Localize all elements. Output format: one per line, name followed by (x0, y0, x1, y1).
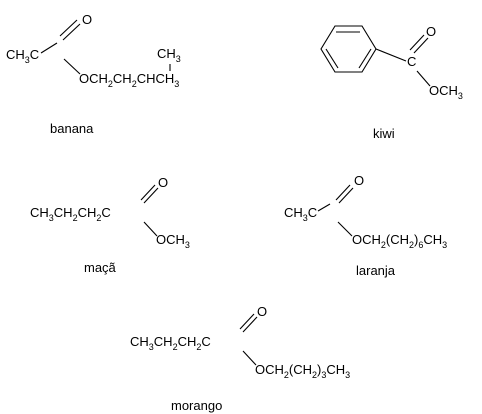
label-morango: morango (171, 398, 222, 413)
label-kiwi: kiwi (373, 126, 395, 141)
maca-carbonyl-oxygen: O (158, 175, 168, 190)
laranja-alkoxy: OCH2(CH2)6CH3 (352, 232, 447, 250)
banana-carbonyl-oxygen: O (82, 12, 92, 27)
morango-alkoxy: OCH2(CH2)3CH3 (255, 362, 350, 380)
benzene-inner-bond-3 (358, 48, 372, 69)
label-banana: banana (50, 121, 94, 136)
kiwi-alkoxy: OCH3 (429, 83, 463, 101)
benzene-inner-bond-2 (325, 48, 339, 69)
maca-double-bond-a (143, 187, 159, 204)
benzene-ring (320, 25, 377, 73)
maca-double-bond-b (140, 184, 156, 201)
morango-left-group: CH3CH2CH2C (130, 334, 211, 352)
kiwi-double-bond-a (413, 37, 429, 54)
maca-left-group: CH3CH2CH2C (30, 205, 111, 223)
molecule-maca: CH3CH2CH2C O OCH3 (30, 175, 190, 250)
molecule-laranja: CH3C O OCH2(CH2)6CH3 (284, 173, 447, 250)
morango-carbonyl-oxygen: O (257, 304, 267, 319)
label-laranja: laranja (356, 263, 396, 278)
maca-alkoxy: OCH3 (156, 232, 190, 250)
banana-bond-ch3-c (40, 42, 58, 54)
laranja-double-bond-b (335, 184, 351, 201)
morango-bond-c-o (242, 350, 257, 366)
label-maca: maçã (84, 260, 117, 275)
morango-double-bond-a (242, 316, 258, 333)
banana-methyl-branch: CH3 (157, 46, 181, 64)
kiwi-carbonyl-oxygen: O (426, 24, 436, 39)
molecule-banana: CH3C O OCH2CH2CHCH3 CH3 (6, 12, 181, 89)
banana-alkoxy-chain: OCH2CH2CHCH3 (79, 71, 179, 89)
kiwi-bond-ring-c (375, 48, 407, 62)
banana-bond-c-o (63, 58, 81, 75)
morango-double-bond-b (239, 313, 255, 330)
maca-bond-c-o (143, 221, 158, 237)
laranja-carbonyl-oxygen: O (354, 173, 364, 188)
molecule-morango: CH3CH2CH2C O OCH2(CH2)3CH3 (130, 304, 350, 380)
kiwi-bond-c-o (416, 70, 431, 87)
kiwi-carbonyl-carbon: C (407, 54, 416, 69)
laranja-double-bond-a (338, 187, 354, 204)
molecule-kiwi: C O OCH3 (320, 24, 463, 101)
banana-left-group: CH3C (6, 47, 39, 65)
laranja-bond-ch3-c (317, 203, 331, 212)
kiwi-double-bond-b (409, 34, 425, 51)
banana-double-bond-b (59, 19, 78, 37)
laranja-left-group: CH3C (284, 205, 317, 223)
banana-double-bond-a (62, 23, 81, 41)
laranja-bond-c-o (337, 221, 353, 237)
